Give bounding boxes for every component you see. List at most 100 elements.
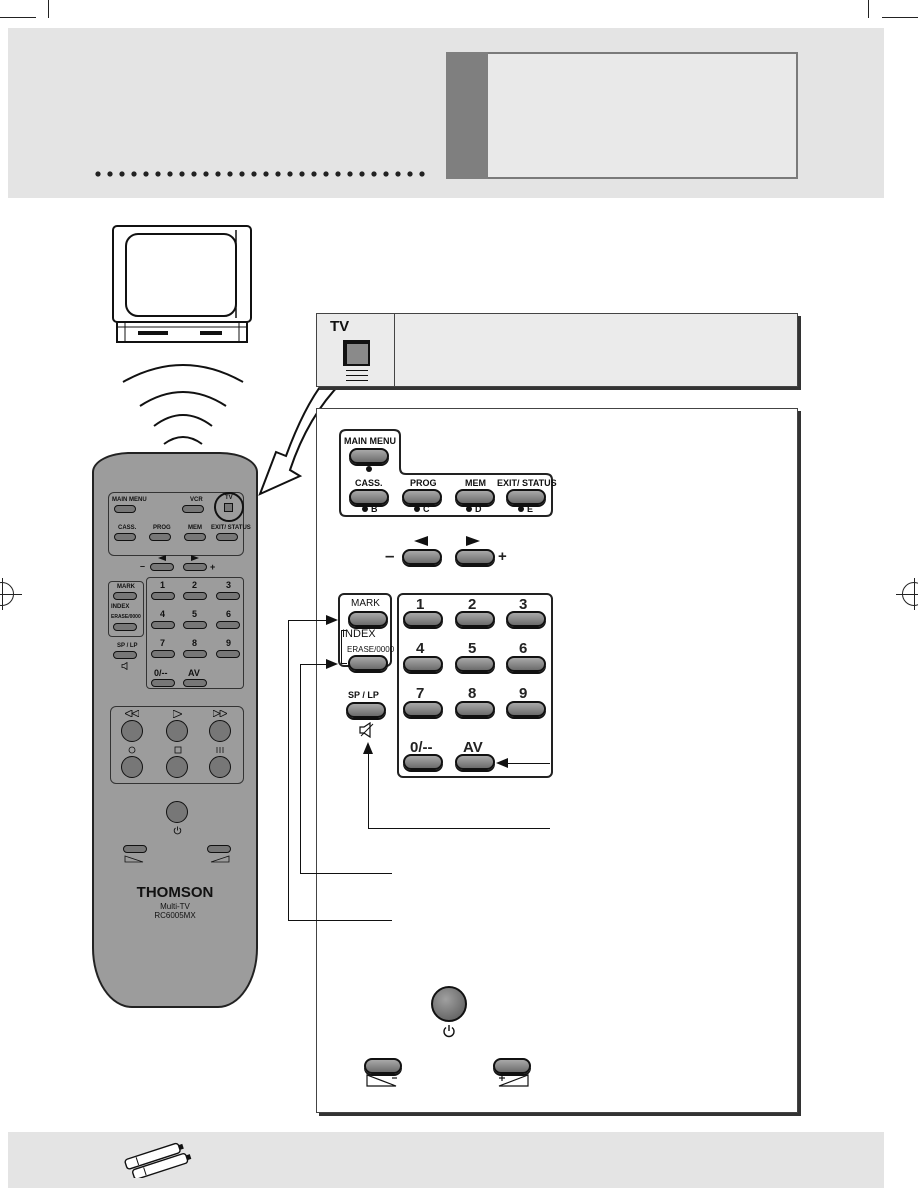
remote-mark-label: MARK <box>117 584 135 590</box>
registration-mark <box>2 578 3 610</box>
remote-erase-button[interactable] <box>113 623 137 631</box>
remote-sp-lp-label: SP / LP <box>117 643 138 649</box>
remote-digit-label: 4 <box>160 609 166 619</box>
television-illustration <box>112 225 252 343</box>
digit-button-9[interactable] <box>506 701 546 717</box>
sp-lp-button[interactable] <box>346 702 386 718</box>
remote-rewind-button[interactable] <box>121 720 143 742</box>
remote-av-button[interactable] <box>183 679 207 687</box>
indicator-dot <box>362 506 368 512</box>
right-plus-button[interactable] <box>455 549 495 565</box>
dot-label-c: C <box>423 504 430 514</box>
remote-zero-button[interactable] <box>151 679 175 687</box>
remote-pause-button[interactable] <box>209 756 231 778</box>
remote-right-arrow-icon <box>191 555 199 561</box>
digit-button-4[interactable] <box>403 656 443 672</box>
tv-mode-panel <box>316 313 798 387</box>
batteries-icon <box>124 1142 192 1178</box>
remote-digit-3-button[interactable] <box>216 592 240 600</box>
prog-label: PROG <box>410 478 437 488</box>
remote-model-line: RC6005MX <box>154 911 196 920</box>
remote-digit-6-button[interactable] <box>216 621 240 629</box>
digit-button-2[interactable] <box>455 611 495 627</box>
volume-up-icon <box>498 1074 529 1087</box>
zero-button[interactable] <box>403 754 443 770</box>
remote-volume-up-button[interactable] <box>207 845 231 853</box>
cass-label: CASS. <box>355 478 383 488</box>
remote-stop-button[interactable] <box>166 756 188 778</box>
fast-forward-icon <box>213 710 227 717</box>
remote-erase-label: ERASE/0000 <box>111 614 141 620</box>
tv-mode-label: TV <box>330 318 350 335</box>
remote-exit-status-label: EXIT/ STATUS <box>211 525 251 531</box>
remote-fast-forward-button[interactable] <box>209 720 231 742</box>
mark-button[interactable] <box>348 611 388 627</box>
remote-digit-label: 3 <box>226 580 232 590</box>
av-button[interactable] <box>455 754 495 770</box>
remote-sp-lp-button[interactable] <box>113 651 137 659</box>
arrowhead-icon <box>496 758 508 768</box>
prog-button[interactable] <box>402 489 442 505</box>
mark-label: MARK <box>351 598 380 609</box>
leader-line <box>506 763 550 764</box>
remote-digit-label: 5 <box>192 609 198 619</box>
digit-button-5[interactable] <box>455 656 495 672</box>
remote-main-menu-button[interactable] <box>114 505 136 513</box>
exit-status-button[interactable] <box>506 489 546 505</box>
remote-digit-7-button[interactable] <box>151 650 175 658</box>
digit-button-1[interactable] <box>403 611 443 627</box>
mute-speaker-icon <box>359 722 374 738</box>
remote-digit-5-button[interactable] <box>183 621 207 629</box>
record-icon <box>128 746 136 754</box>
remote-digit-4-button[interactable] <box>151 621 175 629</box>
remote-brand-logo: THOMSON <box>136 884 214 901</box>
volume-down-button[interactable] <box>364 1058 402 1074</box>
remote-standby-button[interactable] <box>166 801 188 823</box>
left-minus-button[interactable] <box>402 549 442 565</box>
cass-button[interactable] <box>349 489 389 505</box>
remote-exit-status-button[interactable] <box>216 533 238 541</box>
remote-tv-highlight <box>214 492 244 522</box>
digit-button-6[interactable] <box>506 656 546 672</box>
dot-label-d: D <box>475 504 482 514</box>
leader-line <box>368 828 550 829</box>
leader-line <box>288 620 330 621</box>
remote-tv-button[interactable] <box>224 503 233 512</box>
standby-button[interactable] <box>431 986 467 1022</box>
remote-right-plus-button[interactable] <box>183 563 207 571</box>
plus-sign: + <box>498 548 507 565</box>
digit-button-3[interactable] <box>506 611 546 627</box>
remote-digit-label: 9 <box>226 638 232 648</box>
mem-button[interactable] <box>455 489 495 505</box>
remote-cass-button[interactable] <box>114 533 136 541</box>
volume-up-button[interactable] <box>493 1058 531 1074</box>
remote-digit-8-button[interactable] <box>183 650 207 658</box>
digit-button-7[interactable] <box>403 701 443 717</box>
menu-group-outline <box>339 429 553 517</box>
remote-mem-label: MEM <box>188 525 202 531</box>
remote-digit-9-button[interactable] <box>216 650 240 658</box>
remote-prog-button[interactable] <box>149 533 171 541</box>
remote-mem-button[interactable] <box>184 533 206 541</box>
tv-indicator-line <box>346 375 368 376</box>
remote-vcr-button[interactable] <box>182 505 204 513</box>
erase-button[interactable] <box>348 655 388 671</box>
crop-mark <box>868 0 869 18</box>
remote-digit-2-button[interactable] <box>183 592 207 600</box>
main-menu-button[interactable] <box>349 448 389 464</box>
leader-line <box>368 752 369 829</box>
remote-left-minus-button[interactable] <box>150 563 174 571</box>
remote-digit-1-button[interactable] <box>151 592 175 600</box>
dotted-rule <box>92 170 428 178</box>
leader-line <box>300 664 330 665</box>
remote-record-button[interactable] <box>121 756 143 778</box>
digit-button-8[interactable] <box>455 701 495 717</box>
tv-mode-button[interactable] <box>343 340 370 366</box>
button-detail-panel <box>316 408 798 1113</box>
mem-label: MEM <box>465 478 486 488</box>
remote-mark-button[interactable] <box>113 592 137 600</box>
remote-tv-label: TV <box>225 495 233 501</box>
remote-volume-down-button[interactable] <box>123 845 147 853</box>
remote-play-button[interactable] <box>166 720 188 742</box>
av-label: AV <box>463 739 483 756</box>
